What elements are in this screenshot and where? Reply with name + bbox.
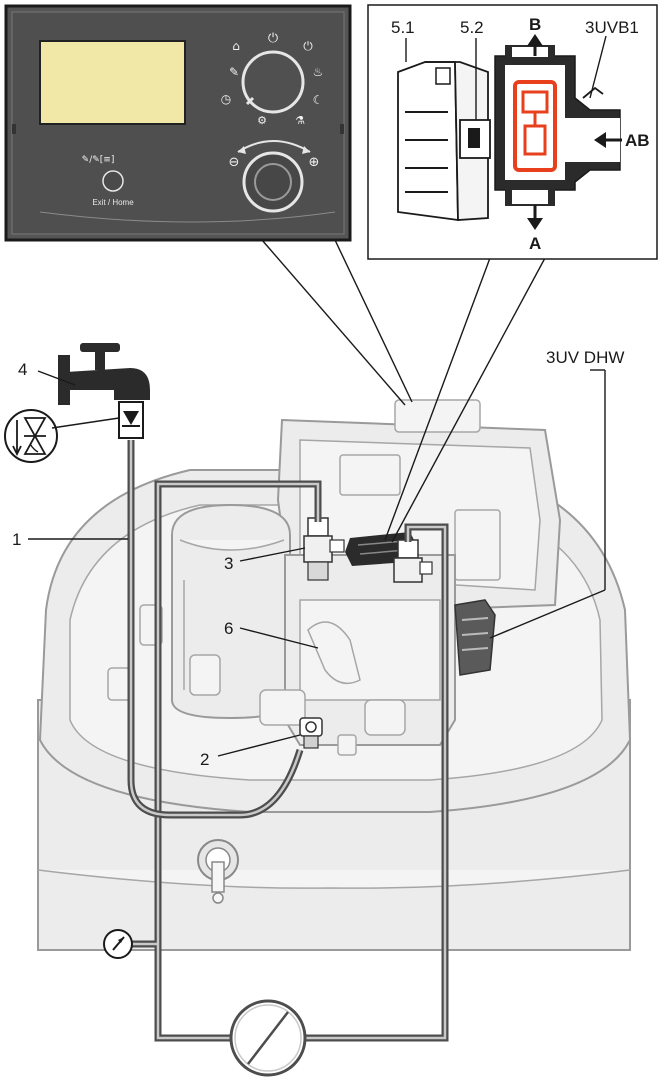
callout-1: 1 — [12, 530, 21, 549]
heating-hot-water-icon: ♨ — [313, 65, 324, 79]
label-5-1: 5.1 — [391, 18, 415, 37]
timer-program-icon: ◷ — [221, 92, 232, 106]
pump-icon — [229, 999, 307, 1077]
backflow-preventer-icon — [4, 409, 120, 463]
power-icon: ⏻ — [303, 39, 313, 53]
minus-icon: ⊖ — [229, 155, 240, 170]
callout-3: 3 — [224, 554, 233, 573]
label-3uvb1: 3UVB1 — [585, 18, 639, 37]
dhw-valve-body — [454, 599, 496, 676]
callouts: 4 1 3 6 2 3UV DHW — [12, 348, 624, 769]
plus-icon: ⊕ — [309, 155, 320, 170]
service-key-icon: ✎/✎[≡] — [82, 155, 115, 165]
valve-cartridge-highlight — [513, 80, 557, 172]
fitting-2 — [299, 717, 323, 749]
fitting-return — [393, 539, 433, 583]
callout-6: 6 — [224, 619, 233, 638]
standby-icon: ⏻ — [268, 31, 278, 46]
callout-2: 2 — [200, 750, 209, 769]
label-port-ab: AB — [625, 131, 650, 150]
service-wrench-icon: ✎ — [229, 65, 239, 79]
callout-4: 4 — [18, 360, 27, 379]
dhw-mode-icon: ⚗ — [295, 114, 305, 127]
exit-home-button[interactable] — [102, 170, 124, 192]
arrow-left-icon — [594, 132, 606, 148]
panel-display — [39, 40, 186, 125]
label-port-b: B — [529, 15, 541, 34]
callout-3uv-dhw: 3UV DHW — [546, 348, 624, 367]
filling-hose — [127, 440, 304, 819]
fitting-3 — [303, 517, 345, 581]
valve-detail-inset: 5.1 5.2 B 3UVB1 AB A — [367, 4, 658, 260]
tap-icon — [58, 343, 150, 405]
drain-fitting — [197, 839, 239, 904]
heating-mode-icon: ⚙ — [257, 114, 267, 127]
mode-selector-knob[interactable] — [241, 50, 305, 114]
pressure-gauge-icon — [103, 929, 133, 959]
control-panel: ⏻ ⌂ ⏻ ♨ ☾ ✎ ◷ ⚙ ⚗ ⊖ ⊕ ✎/✎[≡] Exit / Home — [4, 4, 352, 242]
exit-home-label: Exit / Home — [92, 198, 134, 207]
setpoint-knob[interactable] — [242, 151, 304, 213]
zoom-lines — [261, 239, 546, 543]
arrow-down-icon — [527, 218, 543, 230]
chimney-sweep-icon: ⌂ — [232, 39, 240, 53]
label-5-2: 5.2 — [460, 18, 484, 37]
arrow-up-icon — [527, 34, 543, 46]
heating-circuit-loop — [132, 480, 449, 1042]
check-valve-icon — [118, 401, 144, 439]
hot-water-icon: ☾ — [313, 93, 324, 107]
label-port-a: A — [529, 234, 541, 253]
